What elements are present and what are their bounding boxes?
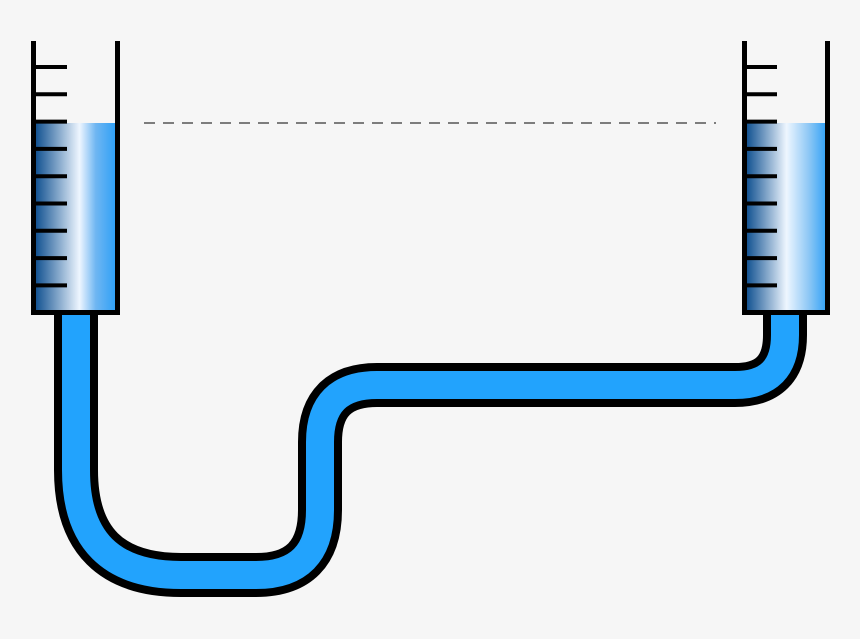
right-vessel-liquid: [746, 123, 827, 311]
left-vessel: [31, 41, 120, 315]
connecting-tube: [54, 308, 807, 597]
right-vessel: [742, 41, 830, 315]
left-vessel-graduations: [36, 65, 67, 288]
connecting-tube-liquid: [62, 308, 799, 589]
connecting-tube-outline: [54, 312, 807, 597]
right-vessel-graduations: [747, 65, 777, 288]
left-vessel-liquid: [35, 123, 116, 311]
